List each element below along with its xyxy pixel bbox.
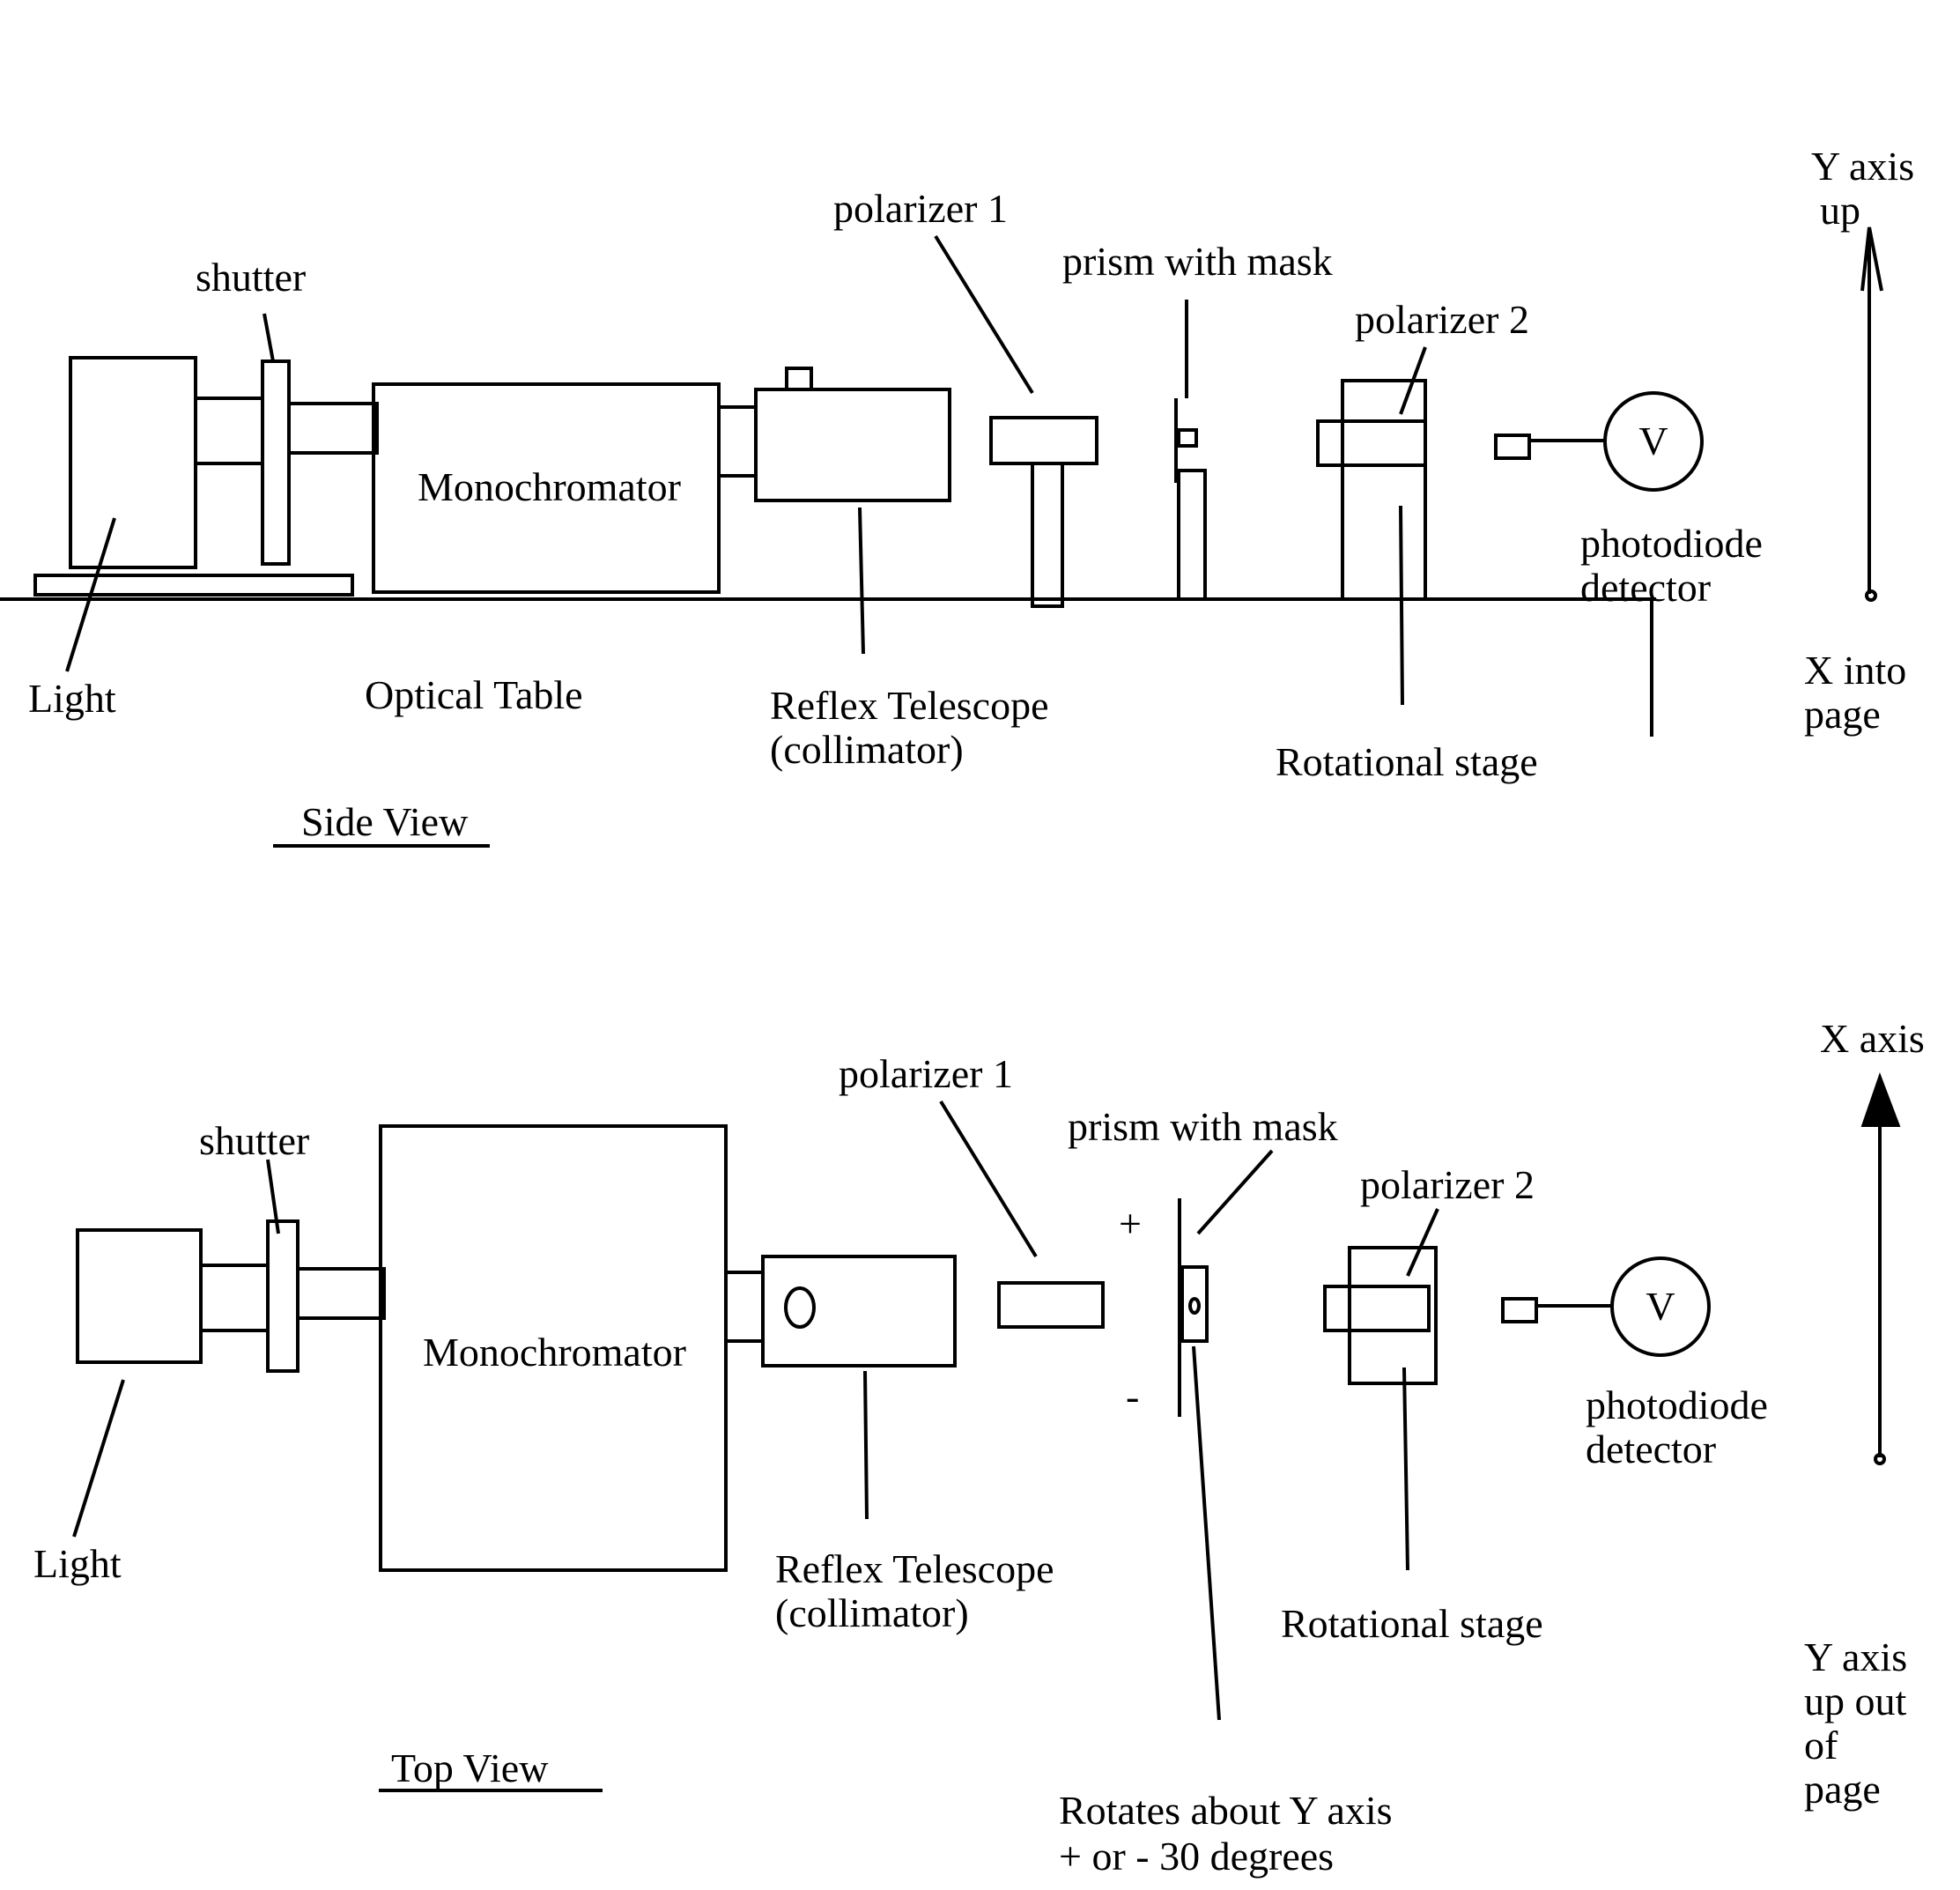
- shutter-leader: [263, 313, 275, 362]
- monochromator-box: [372, 382, 721, 594]
- prism-mask-hole: [1188, 1297, 1201, 1315]
- light-source-box: [76, 1228, 203, 1364]
- detector-label-2: detector: [1580, 565, 1711, 610]
- light-label: Light: [33, 1541, 122, 1586]
- telescope-label-1: Reflex Telescope: [770, 683, 1049, 728]
- rotational-stage-box: [1348, 1246, 1438, 1385]
- x-axis-label: X axis: [1820, 1016, 1925, 1061]
- monochromator-label: Monochromator: [418, 464, 681, 509]
- polarizer1-head: [989, 416, 1098, 465]
- telescope-eyepiece: [785, 367, 813, 391]
- telescope-body: [754, 388, 951, 502]
- rotates-label-1: Rotates about Y axis: [1059, 1788, 1393, 1833]
- photodiode-detector: [1494, 434, 1531, 460]
- y-axis-up-label-2: up: [1820, 188, 1860, 233]
- rotational-stage-leader: [1399, 505, 1404, 706]
- light-leader: [65, 517, 116, 672]
- polarizer1-leader: [934, 234, 1034, 395]
- voltmeter-label: V: [1638, 419, 1668, 463]
- x-axis-arrowhead: [1860, 1072, 1901, 1127]
- shutter-mono-tube: [287, 402, 379, 455]
- telescope-label-1: Reflex Telescope: [775, 1546, 1054, 1591]
- voltmeter-circle: [1603, 391, 1704, 492]
- polarizer1-leader: [939, 1100, 1038, 1258]
- detector-label-1: photodiode: [1586, 1382, 1768, 1427]
- telescope-eyepiece: [784, 1286, 816, 1329]
- photodiode-detector: [1501, 1297, 1538, 1323]
- x-into-page-label-2: page: [1804, 692, 1881, 737]
- side-view: V shutter polarizer 1 prism with mask po…: [0, 144, 1914, 848]
- rotates-label-2: + or - 30 degrees: [1059, 1834, 1334, 1879]
- y-axis-out-label-3: of: [1804, 1723, 1838, 1768]
- polarizer1-element: [997, 1281, 1105, 1329]
- x-into-page-label-1: X into: [1804, 648, 1906, 693]
- light-source-box: [69, 356, 197, 569]
- light-shutter-tube: [199, 1264, 270, 1332]
- prism-label: prism with mask: [1062, 239, 1333, 284]
- shutter-mono-tube: [296, 1267, 386, 1320]
- telescope-leader: [863, 1370, 869, 1520]
- shutter-leader: [266, 1159, 280, 1234]
- y-axis-out-label-2: up out: [1804, 1679, 1907, 1723]
- light-source-base: [33, 574, 354, 597]
- telescope-label-2: (collimator): [770, 727, 964, 772]
- polarizer2-leader: [1399, 346, 1427, 415]
- polarizer1-label: polarizer 1: [833, 186, 1008, 231]
- polarizer1-label: polarizer 1: [839, 1051, 1013, 1096]
- x-into-page-dot: [1865, 589, 1877, 602]
- shutter-label: shutter: [199, 1118, 309, 1163]
- y-axis-out-label-1: Y axis: [1804, 1634, 1907, 1679]
- rotational-stage-label: Rotational stage: [1281, 1601, 1543, 1646]
- monochromator-box: [379, 1124, 728, 1572]
- rotational-stage-label: Rotational stage: [1276, 739, 1538, 784]
- rotational-stage-box: [1341, 379, 1427, 601]
- telescope-leader: [858, 507, 865, 655]
- prism-element: [1180, 1265, 1209, 1343]
- light-leader: [72, 1379, 125, 1538]
- monochromator-label: Monochromator: [423, 1330, 686, 1375]
- detector-label-2: detector: [1586, 1427, 1716, 1471]
- mono-telescope-tube: [717, 405, 758, 478]
- polarizer2-leader: [1406, 1208, 1439, 1277]
- voltmeter-circle: [1610, 1256, 1711, 1357]
- top-view: + - V shutter polarizer 1 prism with mas…: [33, 1016, 1925, 1879]
- light-shutter-tube: [194, 397, 264, 465]
- polarizer2-label: polarizer 2: [1360, 1162, 1535, 1207]
- shutter-plate: [261, 359, 291, 566]
- shutter-plate: [266, 1219, 300, 1373]
- y-axis-up-label-1: Y axis: [1811, 144, 1914, 189]
- y-axis-out-label-4: page: [1804, 1767, 1881, 1812]
- prism-post: [1177, 469, 1207, 601]
- polarizer2-element: [1316, 419, 1427, 467]
- mono-telescope-tube: [724, 1271, 765, 1343]
- light-label: Light: [28, 676, 116, 721]
- y-axis-arrowhead: [1860, 226, 1883, 292]
- polarizer2-element: [1323, 1285, 1431, 1332]
- telescope-body: [761, 1255, 957, 1367]
- prism-mask-element: [1177, 428, 1198, 448]
- side-view-title: Side View: [301, 799, 469, 844]
- prism-rotation-leader: [1192, 1345, 1221, 1721]
- prism-label: prism with mask: [1068, 1104, 1338, 1149]
- optical-table-label: Optical Table: [365, 672, 583, 717]
- y-out-of-page-dot: [1874, 1453, 1886, 1465]
- top-view-title: Top View: [391, 1745, 549, 1790]
- telescope-label-2: (collimator): [775, 1590, 969, 1635]
- rotation-plus-sign: +: [1119, 1201, 1142, 1246]
- rotation-minus-sign: -: [1126, 1374, 1139, 1419]
- voltmeter-label: V: [1646, 1284, 1675, 1329]
- detector-label-1: photodiode: [1580, 521, 1763, 566]
- rotational-stage-leader: [1402, 1367, 1409, 1571]
- polarizer2-label: polarizer 2: [1355, 297, 1529, 342]
- polarizer1-post: [1031, 462, 1064, 608]
- prism-leader: [1196, 1149, 1274, 1235]
- shutter-label: shutter: [196, 255, 306, 300]
